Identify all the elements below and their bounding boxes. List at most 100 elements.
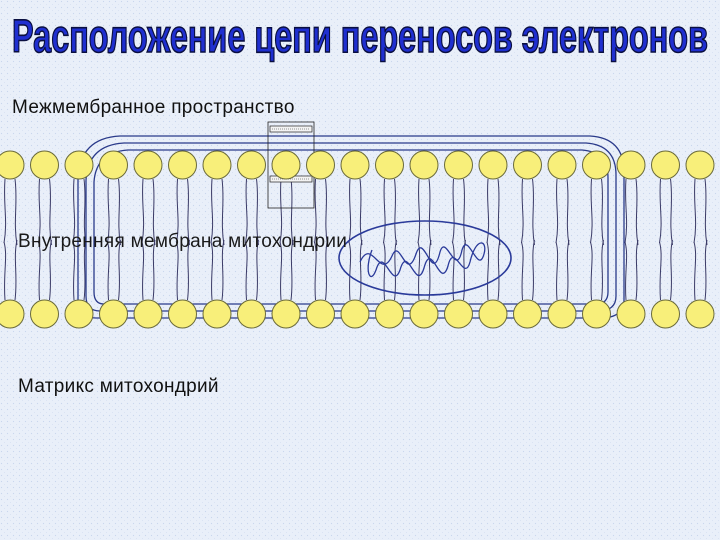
lipid-head: [30, 299, 59, 329]
lipid-tail: [152, 178, 156, 246]
lipid-tail: [601, 239, 604, 301]
lipid-tail: [187, 178, 190, 246]
lipid-head: [64, 299, 94, 329]
lipid-tail: [693, 178, 697, 244]
lipid-tail: [532, 239, 535, 301]
lipid-tail: [107, 178, 110, 244]
lipid-tail: [187, 239, 190, 301]
lipid-tail: [314, 241, 317, 301]
lipid-tail: [72, 241, 76, 301]
lipid-head: [375, 150, 404, 180]
lipid-tail: [176, 241, 179, 301]
matrix-label: Матрикс митохондрий: [18, 376, 219, 397]
lipid-tail: [314, 178, 317, 244]
lipid-tail: [14, 239, 18, 301]
lipid-tail: [394, 239, 397, 301]
lipid-tail: [670, 239, 673, 301]
lipid-tail: [83, 178, 87, 246]
lipid-head: [64, 150, 94, 180]
lipid-heads-top: [0, 150, 715, 180]
lipid-tail: [245, 178, 248, 244]
lipid-tail: [38, 178, 41, 244]
lipid-tail: [486, 241, 490, 301]
lipid-tail: [704, 178, 708, 246]
inner-membrane-label: Внутренняя мембрана митохондрии: [18, 231, 348, 252]
lipid-tail: [428, 239, 432, 301]
lipid-tail: [49, 239, 52, 301]
protein-chain-scribble: [359, 242, 486, 278]
lipid-head: [582, 299, 611, 329]
lipid-tail: [256, 178, 259, 246]
lipid-head: [340, 299, 370, 329]
lipid-head: [685, 299, 715, 329]
lipid-tail: [176, 178, 179, 244]
lipid-tail: [325, 239, 328, 301]
lipid-tail: [290, 178, 294, 246]
lipid-tail: [428, 178, 432, 246]
lipid-tail: [566, 178, 570, 246]
lipid-tail: [38, 241, 41, 301]
lipid-head: [133, 299, 163, 329]
lipid-heads-bottom: [0, 299, 715, 329]
slide-title: Расположение цепи переносов электронов: [11, 9, 709, 63]
lipid-head: [99, 299, 128, 329]
lipid-head: [547, 299, 577, 329]
lipid-head: [409, 150, 439, 180]
lipid-tail: [394, 178, 397, 246]
lipid-head: [271, 150, 301, 180]
intermembrane-space-label: Межмембранное пространство: [12, 97, 295, 118]
lipid-tail: [590, 241, 593, 301]
lipid-head: [99, 150, 128, 180]
lipid-tail: [141, 241, 145, 301]
lipid-tail: [635, 178, 639, 246]
lipid-tail: [555, 241, 559, 301]
lipid-tail: [486, 178, 490, 244]
lipid-head: [0, 150, 25, 180]
lipid-tail: [118, 178, 121, 246]
lipid-tail: [452, 178, 455, 244]
lipid-tail: [359, 178, 363, 246]
lipid-head: [582, 150, 611, 180]
membrane-protein: [338, 220, 512, 296]
lipid-tail: [417, 241, 421, 301]
lipid-tail: [141, 178, 145, 244]
lipid-tail: [590, 178, 593, 244]
lipid-tail: [497, 178, 501, 246]
lipid-tail: [659, 241, 662, 301]
lipid-head: [237, 299, 266, 329]
lipid-head: [306, 150, 335, 180]
lipid-head: [478, 150, 508, 180]
lipid-tail: [107, 241, 110, 301]
lipid-tail: [383, 241, 386, 301]
lipid-tail: [279, 178, 283, 244]
lipid-tail: [624, 178, 628, 244]
lipid-head: [168, 299, 197, 329]
lipid-head: [444, 299, 473, 329]
lipid-head: [513, 150, 542, 180]
lipid-tail: [704, 239, 708, 301]
lipid-head: [168, 150, 197, 180]
lipid-tail: [670, 178, 673, 246]
lipid-head: [616, 299, 646, 329]
lipid-head: [685, 150, 715, 180]
lipid-tail: [245, 241, 248, 301]
lipid-tail: [152, 239, 156, 301]
lipid-head: [202, 150, 232, 180]
lipid-tail: [417, 178, 421, 244]
lipid-tail: [221, 178, 225, 246]
lipid-head: [340, 150, 370, 180]
lipid-head: [0, 299, 25, 329]
lipid-tail: [3, 241, 7, 301]
lipid-tail: [521, 241, 524, 301]
lipid-head: [651, 299, 680, 329]
lipid-tail: [463, 178, 466, 246]
lipid-head: [616, 150, 646, 180]
lipid-head: [409, 299, 439, 329]
lipid-tail: [359, 239, 363, 301]
lipid-tail: [210, 241, 214, 301]
lipid-tail: [497, 239, 501, 301]
lipid-tail: [532, 178, 535, 246]
lipid-tail: [383, 178, 386, 244]
